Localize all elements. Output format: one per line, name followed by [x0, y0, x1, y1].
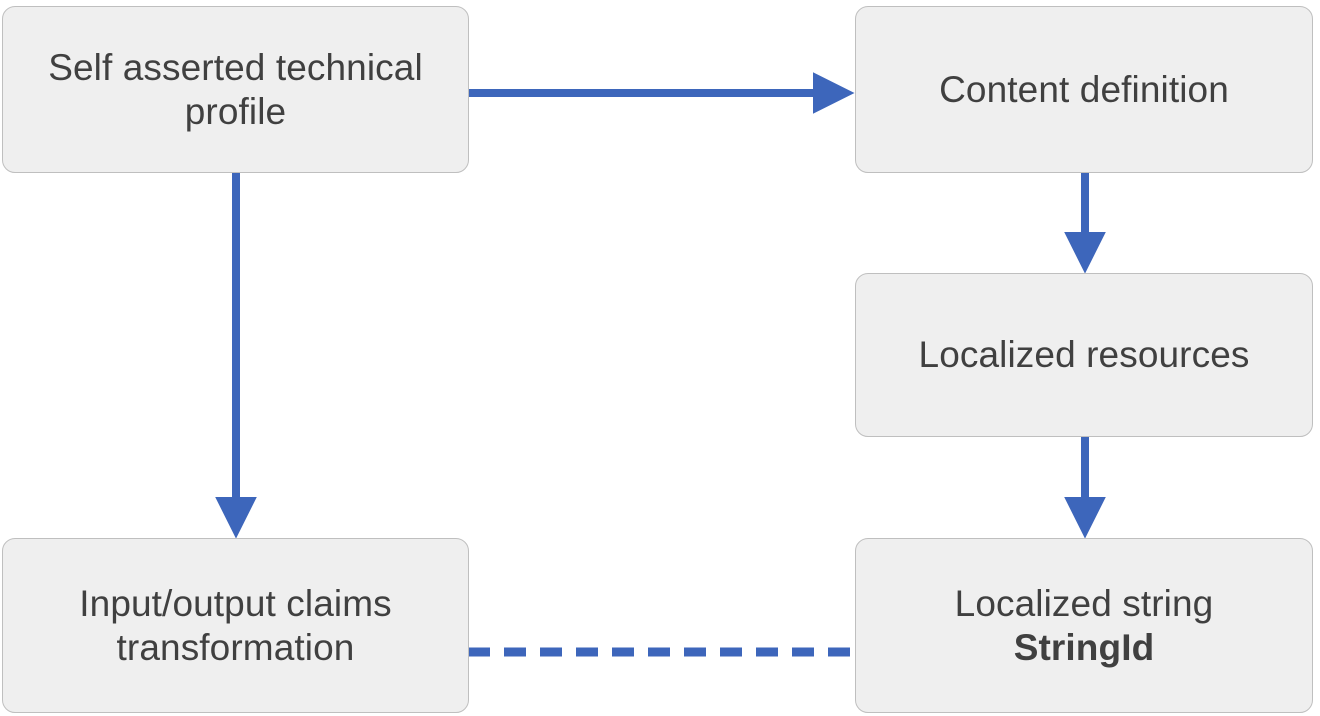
node-label-line-stringid: StringId — [1013, 626, 1155, 668]
node-localized-resources[interactable]: Localized resources — [855, 273, 1313, 437]
node-self-asserted-technical-profile[interactable]: Self asserted technical profile — [2, 6, 469, 173]
node-label: Self asserted technical profile — [17, 46, 454, 133]
node-label: Input/output claims transformation — [17, 582, 454, 669]
node-input-output-claims-transformation[interactable]: Input/output claims transformation — [2, 538, 469, 713]
node-label: Content definition — [870, 68, 1298, 112]
node-label-line: Input/output claims — [79, 582, 392, 624]
node-label-line: Localized string — [954, 582, 1214, 624]
node-label-line: Self asserted technical — [48, 46, 423, 88]
node-label-line: profile — [184, 90, 287, 132]
node-label: Localized resources — [870, 333, 1298, 377]
node-localized-string[interactable]: Localized string StringId — [855, 538, 1313, 713]
node-label-line: Localized resources — [918, 334, 1250, 376]
node-label-line: Content definition — [939, 68, 1229, 110]
node-label: Localized string StringId — [870, 582, 1298, 669]
node-content-definition[interactable]: Content definition — [855, 6, 1313, 173]
node-label-line: transformation — [116, 626, 355, 668]
